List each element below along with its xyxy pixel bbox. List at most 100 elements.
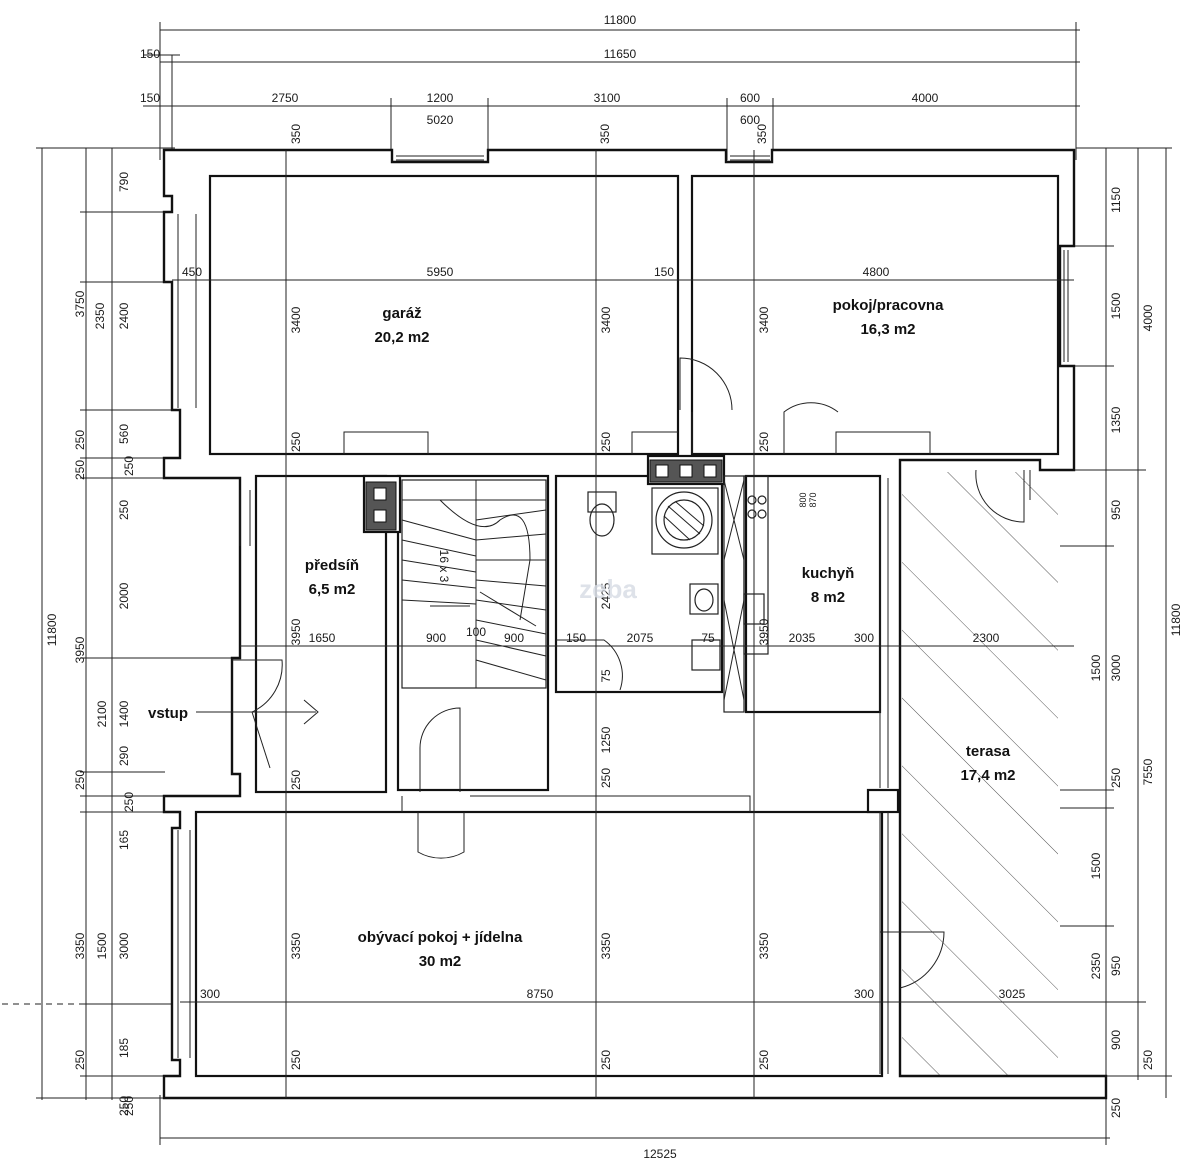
room-area-hall: 6,5 m2 (309, 581, 356, 598)
dim-top-5020: 5020 (427, 113, 454, 127)
dim-top-150: 150 (140, 47, 160, 61)
dim-kitchen-2035: 2035 (789, 631, 816, 645)
dim-top-3100: 3100 (594, 91, 621, 105)
dim-left-2350: 2350 (93, 302, 107, 329)
dim-hall-1650: 1650 (309, 631, 336, 645)
entrance-arrow (196, 699, 319, 725)
kitchen-fixtures (723, 475, 769, 713)
dim-left-185: 185 (117, 1038, 131, 1058)
dim-left-1400: 1400 (117, 700, 131, 727)
room-area-terrace: 17,4 m2 (960, 767, 1015, 784)
dim-top-total: 11800 (604, 13, 637, 27)
left-dimensions (2, 147, 240, 1100)
dim-right-250: 250 (1109, 1098, 1123, 1118)
dim-bath-75: 75 (599, 669, 613, 683)
dim-left-250: 250 (73, 1050, 87, 1070)
dim-left-250: 250 (122, 1096, 136, 1116)
dim-left-11800: 11800 (45, 613, 59, 646)
dim-right-1150: 1150 (1109, 187, 1123, 213)
dim-terrace-2300: 2300 (973, 631, 1000, 645)
dim-garage-150: 150 (654, 265, 674, 279)
dim-left-2000: 2000 (117, 582, 131, 609)
dim-left-3950: 3950 (73, 636, 87, 663)
dim-right-11800: 11800 (1169, 603, 1183, 636)
dim-wall-250: 250 (757, 1050, 771, 1070)
dim-bath-2075: 2075 (627, 631, 654, 645)
dim-bath-1250: 1250 (599, 726, 613, 753)
dim-left-2100: 2100 (95, 700, 109, 727)
dim-top-600: 600 (740, 91, 760, 105)
entrance-label: vstup (148, 705, 188, 722)
dim-left-250: 250 (73, 770, 87, 790)
dim-right-2350: 2350 (1089, 952, 1103, 979)
bathroom-fixtures (587, 487, 721, 671)
dim-wall-250: 250 (289, 432, 303, 452)
room-name-hall: předsíň (305, 557, 359, 574)
dim-left-250: 250 (117, 1096, 131, 1116)
room-area-living: 30 m2 (419, 953, 462, 970)
dim-living-3350: 3350 (757, 932, 771, 959)
dim-door-870: 870 (808, 492, 818, 507)
dim-right-250: 250 (1109, 768, 1123, 788)
dim-living-300: 300 (854, 987, 874, 1001)
dim-left-3350: 3350 (73, 932, 87, 959)
dim-right-3000: 3000 (1109, 654, 1123, 681)
dim-left-250: 250 (73, 430, 87, 450)
dim-right-900: 900 (1109, 1030, 1123, 1050)
dim-left-250: 250 (122, 456, 136, 476)
dim-garage-450: 450 (182, 265, 202, 279)
dim-top-350: 350 (598, 124, 612, 144)
dim-left-3750: 3750 (73, 290, 87, 317)
dim-stair-100: 100 (466, 625, 486, 639)
dim-stair-900: 900 (504, 631, 524, 645)
dim-top-1200: 1200 (427, 91, 454, 105)
dim-left-1500: 1500 (95, 932, 109, 959)
doors (232, 357, 1031, 989)
room-name-garage: garáž (382, 305, 421, 322)
room-name-terrace: terasa (966, 743, 1011, 760)
dim-living-8750: 8750 (527, 987, 554, 1001)
dim-garage-3400: 3400 (599, 306, 613, 333)
dim-left-165: 165 (117, 830, 131, 850)
dim-bath-150: 150 (566, 631, 586, 645)
dim-bath-75: 75 (701, 631, 715, 645)
dim-top-4000: 4000 (912, 91, 939, 105)
dim-left-2400: 2400 (117, 302, 131, 329)
dim-right-950: 950 (1109, 500, 1123, 520)
dim-right-1500: 1500 (1109, 292, 1123, 319)
dim-office-3400: 3400 (757, 306, 771, 333)
chimney-blocks (365, 459, 723, 531)
dim-left-250: 250 (122, 792, 136, 812)
dim-bath-2425: 2425 (599, 582, 613, 609)
dim-kitchen-3950: 3950 (757, 618, 771, 645)
internal-dimension-lines (172, 150, 1074, 1098)
room-area-garage: 20,2 m2 (374, 329, 429, 346)
dim-wall-250: 250 (289, 1050, 303, 1070)
terrace-hatch (902, 472, 1058, 1076)
dim-left-250: 250 (117, 500, 131, 520)
dim-right-1500: 1500 (1089, 654, 1103, 681)
dim-wall-250: 250 (757, 432, 771, 452)
room-name-office: pokoj/pracovna (833, 297, 945, 314)
dim-garage-3400: 3400 (289, 306, 303, 333)
dim-right-7550: 7550 (1141, 758, 1155, 785)
dim-right-4000: 4000 (1141, 304, 1155, 331)
stair-label: 16 x 3 (437, 550, 451, 583)
dim-wall-250: 250 (289, 770, 303, 790)
dim-left-3000: 3000 (117, 932, 131, 959)
dim-top-150: 150 (140, 91, 160, 105)
watermark-logo: zeba (579, 574, 637, 604)
room-area-office: 16,3 m2 (860, 321, 915, 338)
dim-wall-250: 250 (599, 432, 613, 452)
dim-stair-900: 900 (426, 631, 446, 645)
dim-right-950: 950 (1109, 956, 1123, 976)
room-name-living: obývací pokoj + jídelna (358, 929, 523, 946)
dim-left-790: 790 (117, 172, 131, 192)
dim-office-4800: 4800 (863, 265, 890, 279)
walls (162, 148, 1108, 1100)
dim-right-250: 250 (1141, 1050, 1155, 1070)
dim-wall-250: 250 (599, 1050, 613, 1070)
dim-door-800: 800 (798, 492, 808, 507)
room-area-kitchen: 8 m2 (811, 589, 845, 606)
staircase (401, 479, 547, 689)
